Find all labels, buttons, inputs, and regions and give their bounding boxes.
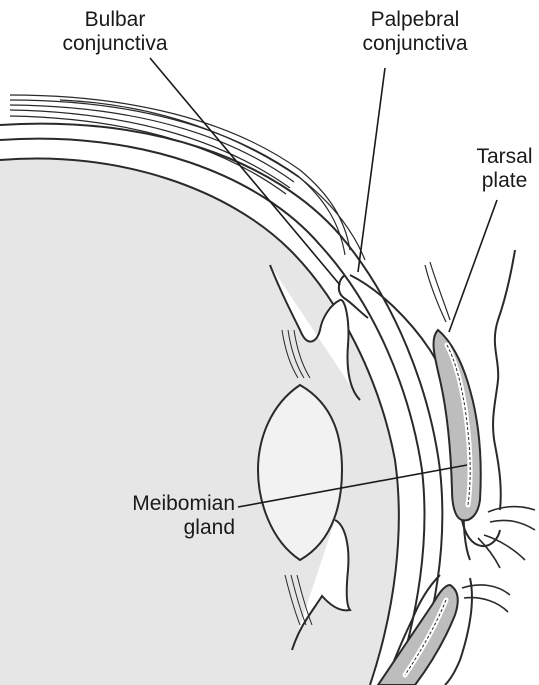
label-tarsal-plate: Tarsal plate: [470, 145, 539, 193]
label-meibomian-gland: Meibomian gland: [95, 492, 235, 540]
label-meibomian-line1: Meibomian: [95, 492, 235, 516]
label-palpebral-conjunctiva: Palpebral conjunctiva: [345, 8, 485, 56]
label-tarsal-line1: Tarsal: [470, 145, 539, 169]
upper-lid-skin: [493, 250, 515, 510]
leader-tarsal: [449, 200, 497, 332]
label-palpebral-line2: conjunctiva: [345, 32, 485, 56]
upper-eyelashes: [478, 506, 535, 568]
label-palpebral-line1: Palpebral: [345, 8, 485, 32]
label-bulbar-line2: conjunctiva: [50, 32, 180, 56]
label-bulbar-line1: Bulbar: [50, 8, 180, 32]
leader-palpebral: [358, 68, 385, 272]
label-tarsal-line2: plate: [470, 169, 539, 193]
label-meibomian-line2: gland: [95, 516, 235, 540]
brow-lashes: [425, 262, 450, 322]
label-bulbar-conjunctiva: Bulbar conjunctiva: [50, 8, 180, 56]
lower-eyelashes: [462, 585, 510, 612]
tarsal-plate-upper: [434, 330, 481, 520]
